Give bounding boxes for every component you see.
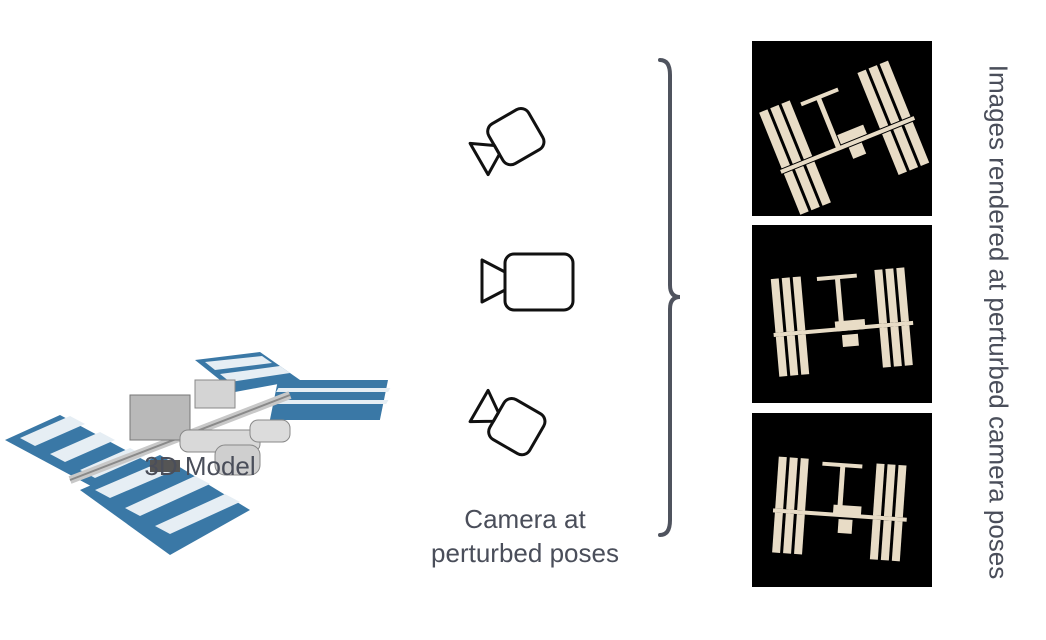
solar-panel-upper-right <box>269 380 391 420</box>
model-label: 3D Model <box>144 451 256 481</box>
camera-icon <box>480 252 575 312</box>
rendered-image-2 <box>752 225 932 403</box>
solar-panel-upper <box>195 352 300 392</box>
rendered-image-1 <box>752 41 932 216</box>
camera-label-line1: Camera at <box>464 504 586 534</box>
rendered-images-label: Images rendered at perturbed camera pose… <box>968 12 1028 632</box>
rendered-images-label-text: Images rendered at perturbed camera pose… <box>983 64 1014 580</box>
brace-icon <box>658 58 681 537</box>
space-station-icon <box>770 267 914 377</box>
space-station-model <box>5 352 391 555</box>
camera-label: Camera at perturbed poses <box>400 503 650 571</box>
module-block <box>129 394 191 441</box>
camera-label-line2: perturbed poses <box>431 537 619 568</box>
space-station-icon <box>772 456 907 562</box>
camera-icon <box>468 388 547 457</box>
space-station-icon <box>759 60 930 215</box>
camera-icon <box>468 107 546 177</box>
rendered-image-3 <box>752 413 932 587</box>
